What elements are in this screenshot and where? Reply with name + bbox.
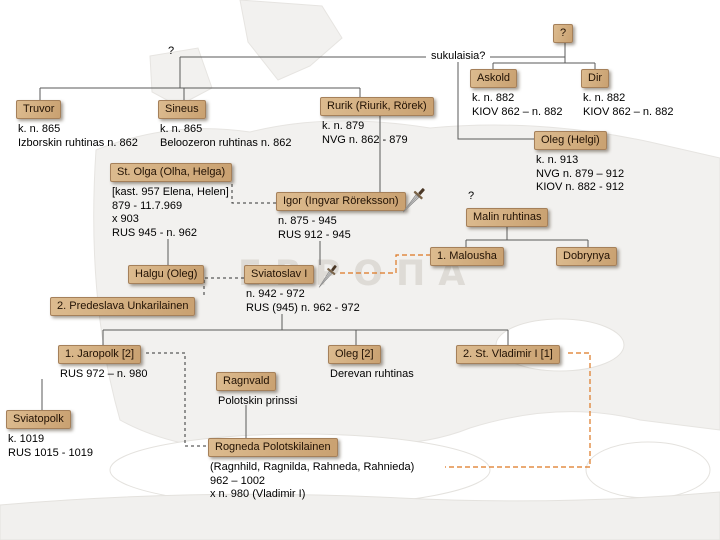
node-sviatopolk: Sviatopolk k. 1019 RUS 1015 - 1019 xyxy=(6,410,93,460)
node-malousha: 1. Malousha xyxy=(430,247,504,266)
unknown-ancestor-left: ? xyxy=(168,45,175,57)
node-vladimir: 2. St. Vladimir I [1] xyxy=(456,345,560,364)
sukulaisia-label: sukulaisia? xyxy=(426,50,491,62)
person-box: 2. St. Vladimir I [1] xyxy=(456,345,560,364)
person-details: n. 942 - 972 RUS (945) n. 962 - 972 xyxy=(246,288,360,314)
node-dobrynya: Dobrynya xyxy=(556,247,618,266)
person-details: RUS 972 – n. 980 xyxy=(60,368,148,380)
person-box: Oleg [2] xyxy=(328,345,381,364)
node-igor: Igor (Ingvar Röreksson) n. 875 - 945 RUS… xyxy=(276,192,406,242)
person-details: Derevan ruhtinas xyxy=(330,368,414,380)
person-box: 1. Malousha xyxy=(430,247,504,266)
descent-lines xyxy=(39,40,596,438)
person-box: Dir xyxy=(581,69,610,88)
node-oleg2: Oleg [2] Derevan ruhtinas xyxy=(328,345,414,382)
person-box: ? xyxy=(553,24,574,43)
person-box: Sviatoslav I xyxy=(244,265,315,284)
node-askold: Askold k. n. 882 KIOV 862 – n. 882 xyxy=(470,69,563,119)
node-malin: Malin ruhtinas xyxy=(466,208,549,227)
person-details: k. 1019 RUS 1015 - 1019 xyxy=(8,433,93,459)
person-box: 2. Predeslava Unkarilainen xyxy=(50,297,196,316)
engagement-line-jaropolk-rogneda xyxy=(146,352,208,447)
node-predeslava: 2. Predeslava Unkarilainen xyxy=(50,297,196,316)
node-rogneda: Rogneda Polotskilainen (Ragnhild, Ragnil… xyxy=(208,438,414,502)
person-box: Sineus xyxy=(158,100,206,119)
node-dir: Dir k. n. 882 KIOV 862 – n. 882 xyxy=(581,69,674,119)
person-details: Polotskin prinssi xyxy=(218,395,298,407)
person-box: Ragnvald xyxy=(216,372,277,391)
node-halgu: Halgu (Oleg) xyxy=(128,265,205,284)
person-box: Igor (Ingvar Röreksson) xyxy=(276,192,406,211)
person-box: Rogneda Polotskilainen xyxy=(208,438,338,457)
person-box: Malin ruhtinas xyxy=(466,208,549,227)
person-details: k. n. 865 Beloozeron ruhtinas n. 862 xyxy=(160,123,292,149)
node-olga: St. Olga (Olha, Helga) [kast. 957 Elena,… xyxy=(110,163,233,240)
dagger-icon xyxy=(402,188,425,213)
dagger-icon xyxy=(318,265,337,288)
person-details: [kast. 957 Elena, Helen] 879 - 11.7.969 … xyxy=(112,186,229,239)
person-box: Rurik (Riurik, Rörek) xyxy=(320,97,434,116)
person-box: Truvor xyxy=(16,100,62,119)
unknown-parent-malin: ? xyxy=(468,190,475,202)
person-details: k. n. 913 NVG n. 879 – 912 KIOV n. 882 -… xyxy=(536,154,625,193)
node-sviatoslav: Sviatoslav I n. 942 - 972 RUS (945) n. 9… xyxy=(244,265,360,315)
person-details: k. n. 865 Izborskin ruhtinas n. 862 xyxy=(18,123,138,149)
marriage-line-igor-olga xyxy=(231,181,276,204)
person-box: Sviatopolk xyxy=(6,410,71,429)
marriage-line-vladimir-rogneda xyxy=(445,352,591,468)
node-ragnvald: Ragnvald Polotskin prinssi xyxy=(216,372,297,409)
node-truvor: Truvor k. n. 865 Izborskin ruhtinas n. 8… xyxy=(16,100,138,150)
node-unknown-top: ? xyxy=(553,24,574,43)
person-box: St. Olga (Olha, Helga) xyxy=(110,163,233,182)
person-box: Halgu (Oleg) xyxy=(128,265,205,284)
node-sineus: Sineus k. n. 865 Beloozeron ruhtinas n. … xyxy=(158,100,291,150)
person-box: Dobrynya xyxy=(556,247,618,266)
person-box: 1. Jaropolk [2] xyxy=(58,345,142,364)
person-details: (Ragnhild, Ragnilda, Rahneda, Rahnieda) … xyxy=(210,461,415,500)
marriage-line-sviatoslav-predeslava xyxy=(203,277,244,297)
person-details: k. n. 879 NVG n. 862 - 879 xyxy=(322,120,408,146)
person-details: n. 875 - 945 RUS 912 - 945 xyxy=(278,215,351,241)
line-to-oleg-helgi xyxy=(457,57,534,140)
marriage-lines xyxy=(146,181,591,468)
person-box: Askold xyxy=(470,69,518,88)
person-box: Oleg (Helgi) xyxy=(534,131,607,150)
marriage-line-sviatoslav-malousha xyxy=(340,254,430,274)
node-rurik: Rurik (Riurik, Rörek) k. n. 879 NVG n. 8… xyxy=(320,97,434,147)
node-oleg-helgi: Oleg (Helgi) k. n. 913 NVG n. 879 – 912 … xyxy=(534,131,624,195)
person-details: k. n. 882 KIOV 862 – n. 882 xyxy=(472,92,563,118)
person-details: k. n. 882 KIOV 862 – n. 882 xyxy=(583,92,674,118)
node-jaropolk: 1. Jaropolk [2] RUS 972 – n. 980 xyxy=(58,345,147,382)
